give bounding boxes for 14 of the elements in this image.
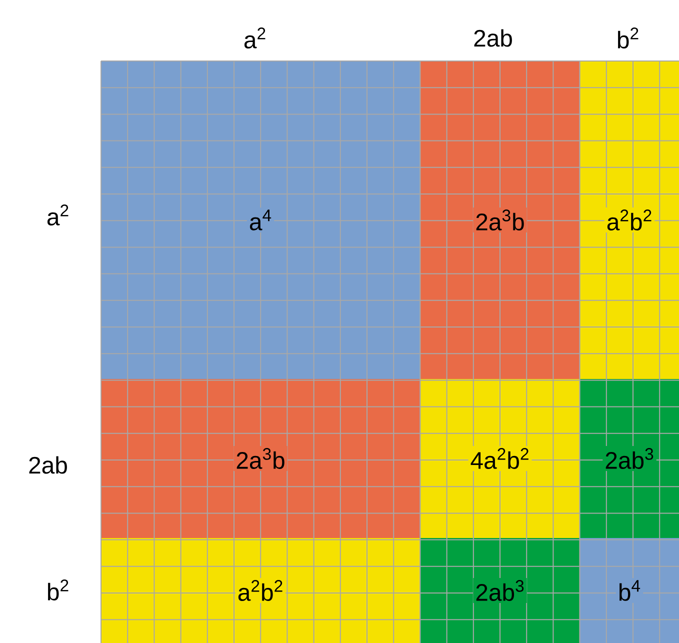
grid-block: b$^{4}$ [579, 538, 679, 643]
factor-label: b$^{2}$ [48, 580, 68, 600]
grid-block: 2a$^{3}$b [100, 378, 421, 538]
grid-block: a$^{4}$ [100, 60, 421, 380]
grid-block: 2a$^{3}$b [420, 60, 580, 380]
grid-block: 2ab$^{3}$ [579, 378, 679, 538]
grid-block: a$^{2}$b$^{2}$ [579, 60, 679, 380]
grid-block: 2ab$^{3}$ [420, 538, 580, 643]
grid-block: a$^{2}$b$^{2}$ [100, 538, 421, 643]
grid-block: 4a$^{2}$b$^{2}$ [420, 378, 580, 538]
factor-label: 2ab [29, 456, 67, 474]
factor-label: 2ab [474, 29, 512, 47]
factor-label: a$^{2}$ [47, 204, 68, 226]
factor-label: b$^{2}$ [618, 28, 638, 48]
